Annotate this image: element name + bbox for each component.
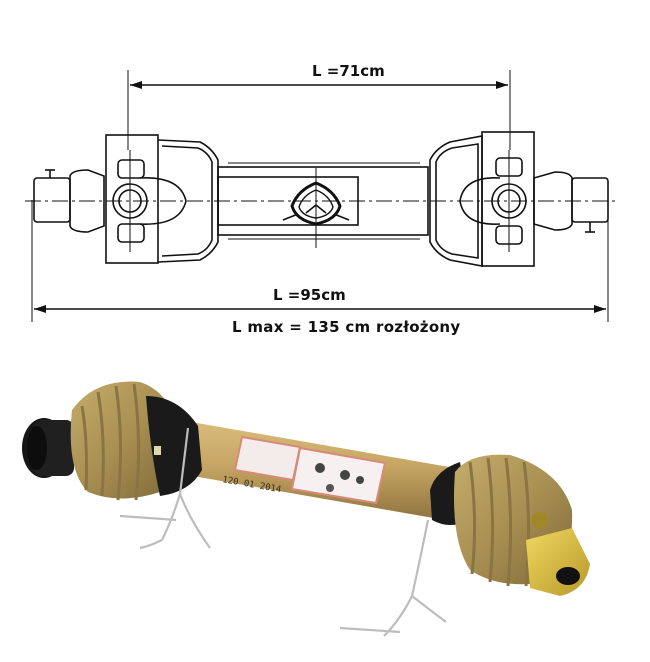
shaft-tube bbox=[170, 420, 455, 520]
left-guard bbox=[70, 381, 202, 501]
left-coupling bbox=[22, 418, 74, 478]
dimension-label-inner-length: L =71cm bbox=[312, 62, 385, 80]
right-yoke bbox=[526, 512, 590, 596]
dimension-label-total-length: L =95cm bbox=[273, 286, 346, 304]
technical-drawing bbox=[25, 70, 615, 322]
safety-chain-right bbox=[339, 519, 447, 637]
safety-chain-left bbox=[119, 427, 211, 550]
dimension-label-max-length: L max = 135 cm rozłożony bbox=[232, 318, 461, 336]
